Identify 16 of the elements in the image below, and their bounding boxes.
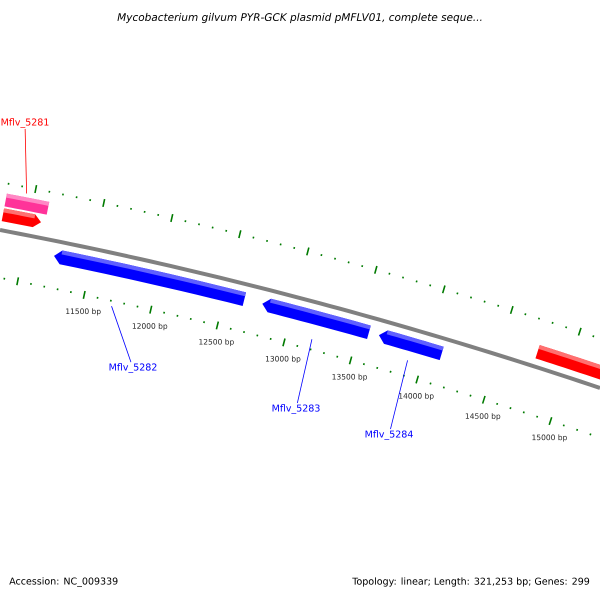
gene-bar: [2, 208, 42, 228]
gene-bar: [535, 345, 600, 380]
leader-line: [296, 338, 312, 404]
accession-label: Accession: NC_009339: [9, 577, 118, 587]
gene-bar: [262, 298, 371, 340]
gene-label: Mflv_5282: [110, 363, 156, 373]
summary-label: Topology: linear; Length: 321,253 bp; Genes: 299: [352, 577, 590, 587]
leader-line: [390, 360, 408, 430]
leader-line: [111, 306, 132, 362]
gene-label: Mflv_5283: [272, 404, 320, 414]
gene-bar: [54, 250, 246, 306]
title: Mycobacterium gilvum PYR-GCK plasmid pMFLV01, complete seque...: [117, 12, 482, 24]
leader-line: [24, 128, 28, 194]
gene-label: Mflv_5281: [2, 118, 48, 128]
gene-label: Mflv_5284: [366, 430, 413, 440]
gene-bar: [378, 330, 444, 360]
